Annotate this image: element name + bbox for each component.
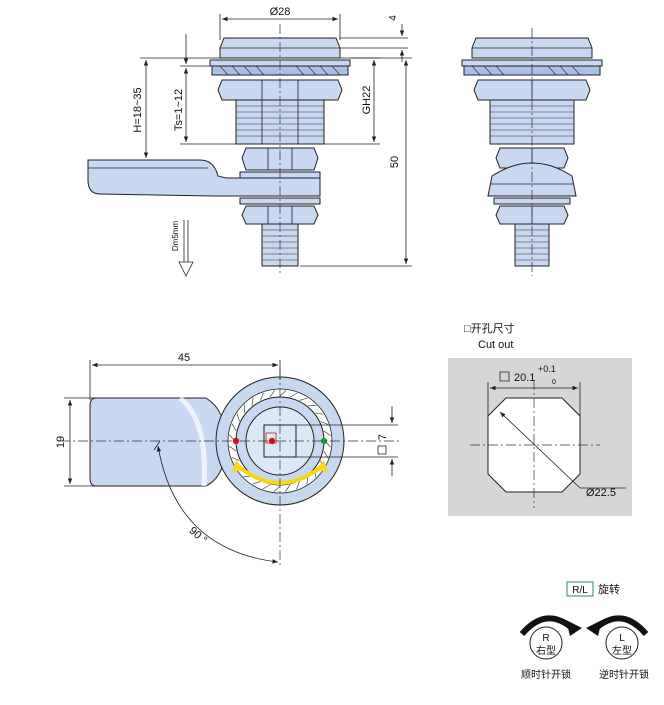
ring-serration <box>320 421 329 425</box>
left-caption: 逆时针开锁 <box>599 668 649 681</box>
dim-50: 50 <box>389 156 401 168</box>
cutout-square: 20.1 <box>514 372 535 384</box>
front-view: Ø28 4 50 GH22 H=18~35 Ts=1~12 Dm5mm <box>87 6 412 277</box>
rotation-legend: R/L 旋转 R 右型 顺时针开锁 L 左型 逆时针开锁 <box>519 581 649 681</box>
ring-serration <box>243 404 246 413</box>
ring-serration <box>323 430 331 436</box>
right-type: 右型 <box>536 644 556 657</box>
ring-serration <box>308 404 317 407</box>
ring-serration <box>299 397 308 401</box>
left-letter: L <box>619 633 625 644</box>
ring-serration <box>315 412 324 415</box>
rl-badge: R/L <box>572 585 588 596</box>
ring-serration <box>260 392 264 401</box>
cutout-panel: □开孔尺寸 Cut out 20.1 +0.1 0 Ø22.5 <box>448 321 632 516</box>
angle-90: 90 ° <box>187 525 210 547</box>
dim-4: 4 <box>388 15 399 21</box>
ring-serration <box>279 390 287 397</box>
ring-serration <box>289 392 298 398</box>
cutout-tol-upper: +0.1 <box>538 364 556 374</box>
ring-serration <box>285 484 291 492</box>
left-type: 左型 <box>612 644 632 657</box>
rl-label: 旋转 <box>598 582 620 596</box>
bottom-view: 45 19 7 90 ° <box>55 352 400 568</box>
right-caption: 顺时针开锁 <box>521 668 571 681</box>
dim-19: 19 <box>55 436 67 448</box>
ring-serration <box>269 390 275 398</box>
cutout-title-en: Cut out <box>478 339 513 351</box>
ring-serration <box>296 481 300 490</box>
ring-serration <box>231 423 237 432</box>
cutout-diameter: Ø22.5 <box>586 487 616 499</box>
cutout-tol-lower: 0 <box>552 379 556 386</box>
dim-diameter-top: Ø28 <box>270 6 291 18</box>
ring-serration <box>251 397 254 406</box>
right-letter: R <box>542 633 549 644</box>
dim-45: 45 <box>178 352 190 364</box>
rl-badge-box <box>566 581 594 597</box>
dim-h: H=18~35 <box>132 87 144 132</box>
dm-label: Dm5mm <box>171 221 180 252</box>
dim-7: 7 <box>377 434 389 440</box>
dim-gh: GH22 <box>361 86 373 115</box>
side-view <box>461 28 603 276</box>
ring-serration <box>236 413 240 422</box>
cutout-title-cn: □开孔尺寸 <box>464 321 515 335</box>
dim-ts: Ts=1~12 <box>173 89 185 131</box>
